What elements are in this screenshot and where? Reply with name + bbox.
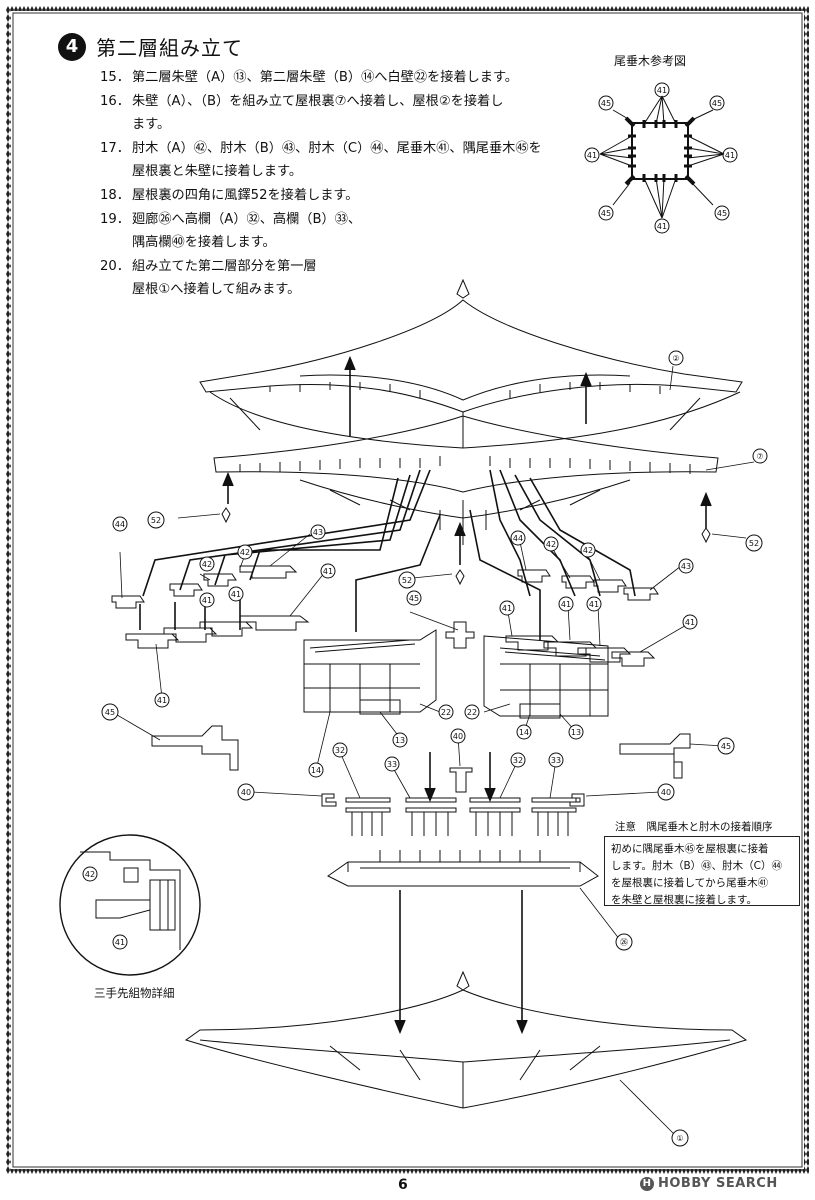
reference-label-bottom: 41 xyxy=(657,222,667,231)
detail-caption: 三手先組物詳細 xyxy=(94,986,175,1000)
part-label: 43 xyxy=(681,562,691,571)
part-label: 13 xyxy=(571,728,581,737)
part-label: 45 xyxy=(105,708,115,717)
part-label: ② xyxy=(672,354,679,363)
part-label: 52 xyxy=(151,516,161,525)
part-label: 13 xyxy=(395,736,405,745)
instruction-line: 15．第二層朱壁（A）⑬、第二層朱壁（B）⑭へ白壁㉒を接着します。 xyxy=(100,70,518,85)
detail-inset xyxy=(59,834,201,976)
part-label: 33 xyxy=(551,756,561,765)
reference-label-corner: 45 xyxy=(712,99,722,108)
wall-unit-right xyxy=(483,635,609,719)
part-label: 41 xyxy=(502,604,512,613)
reference-label-left: 41 xyxy=(587,151,597,160)
part-label: 45 xyxy=(409,594,419,603)
part-label: 22 xyxy=(467,708,477,717)
part-label: 32 xyxy=(513,756,523,765)
instruction-line: 18．屋根裏の四角に風鐸52を接着します。 xyxy=(100,187,359,203)
upper-roof-part xyxy=(199,278,743,449)
wall-unit-left xyxy=(303,629,437,715)
note-label: 注意 隅尾垂木と肘木の接着順序 xyxy=(615,821,773,833)
watermark-text: HOBBY SEARCH xyxy=(658,1176,778,1191)
part-label: 41 xyxy=(202,596,212,605)
part-label: 42 xyxy=(546,540,556,549)
part-label: 42 xyxy=(202,560,212,569)
part-label: 22 xyxy=(441,708,451,717)
part-label: 41 xyxy=(323,567,333,576)
part-label: 32 xyxy=(335,746,345,755)
lower-roof-part xyxy=(184,970,748,1109)
instruction-line: 17．肘木（A）㊷、肘木（B）㊸、肘木（C）㊹、尾垂木㊶、隅尾垂木㊺を xyxy=(100,140,542,156)
reference-label-corner: 45 xyxy=(601,209,611,218)
page-number: 6 xyxy=(398,1177,408,1193)
part-label: 42 xyxy=(583,546,593,555)
bracket-parts-left xyxy=(111,565,310,649)
note-box: 初めに隅尾垂木㊺を屋根裏に接着 します。肘木（B）㊸、肘木（C）㊹ を屋根裏に接… xyxy=(604,836,800,906)
note-line: します。肘木（B）㊸、肘木（C）㊹ xyxy=(611,860,782,872)
part-label: ① xyxy=(676,1134,683,1143)
note-line: 初めに隅尾垂木㊺を屋根裏に接着 xyxy=(611,843,769,855)
small-parts xyxy=(151,507,711,779)
part-label: 44 xyxy=(115,520,125,529)
watermark: H HOBBY SEARCH xyxy=(640,1176,778,1191)
watermark-logo-icon: H xyxy=(640,1176,654,1191)
gallery-base-part xyxy=(327,850,599,887)
instruction-list: 15．第二層朱壁（A）⑬、第二層朱壁（B）⑭へ白壁㉒を接着します。 16．朱壁（… xyxy=(100,66,560,302)
reference-label-corner: 45 xyxy=(717,209,727,218)
note-line: を朱壁と屋根裏に接着します。 xyxy=(611,894,757,906)
part-label: 40 xyxy=(453,732,463,741)
reference-label-right: 41 xyxy=(725,151,735,160)
part-label: 41 xyxy=(589,600,599,609)
instruction-line: 屋根①へ接着して組みます。 xyxy=(132,282,301,298)
part-label: 14 xyxy=(519,728,529,737)
detail-label: 41 xyxy=(115,938,125,947)
instruction-line: 20．組み立てた第二層部分を第一層 xyxy=(100,258,317,274)
step-title: 第二層組み立て xyxy=(96,36,243,60)
part-label: 33 xyxy=(387,760,397,769)
part-label: 43 xyxy=(313,528,323,537)
page-border xyxy=(6,6,809,1174)
railing-parts xyxy=(321,767,585,836)
part-label: 41 xyxy=(231,590,241,599)
part-label: ⑦ xyxy=(756,452,763,461)
part-label: 41 xyxy=(685,618,695,627)
instruction-line: ます。 xyxy=(132,117,171,133)
roof-underside-part xyxy=(213,415,719,545)
part-label: 40 xyxy=(661,788,671,797)
part-label: 45 xyxy=(721,742,731,751)
step-number: 4 xyxy=(58,32,86,61)
detail-label: 42 xyxy=(85,870,95,879)
bracket-parts-right xyxy=(505,569,659,667)
part-label: 14 xyxy=(311,766,321,775)
part-label: 42 xyxy=(240,548,250,557)
part-label: ㉖ xyxy=(620,938,628,947)
note-line: を屋根裏に接着してから尾垂木㊶ xyxy=(611,877,769,889)
part-label: 52 xyxy=(402,576,412,585)
part-label: 41 xyxy=(157,696,167,705)
leader-lines xyxy=(111,365,755,1137)
part-label: 41 xyxy=(561,600,571,609)
reference-diagram-title: 尾垂木参考図 xyxy=(614,54,687,68)
reference-diagram xyxy=(584,82,738,234)
part-label: 40 xyxy=(241,788,251,797)
instruction-line: 19．廻廊㉖へ高欄（A）㉜、高欄（B）㉝、 xyxy=(100,211,362,227)
instruction-line: 16．朱壁（A）、（B）を組み立て屋根裏⑦へ接着し、屋根②を接着し xyxy=(100,93,504,109)
reference-label-corner: 45 xyxy=(601,99,611,108)
instruction-line: 屋根裏と朱壁に接着します。 xyxy=(132,164,303,180)
step-header: 4 第二層組み立て xyxy=(58,32,243,61)
assembly-arrows xyxy=(139,355,712,1035)
reference-label-top: 41 xyxy=(657,86,667,95)
part-label: 44 xyxy=(513,534,523,543)
part-label: 52 xyxy=(749,539,759,548)
instruction-line: 隅高欄㊵を接着します。 xyxy=(132,235,276,251)
